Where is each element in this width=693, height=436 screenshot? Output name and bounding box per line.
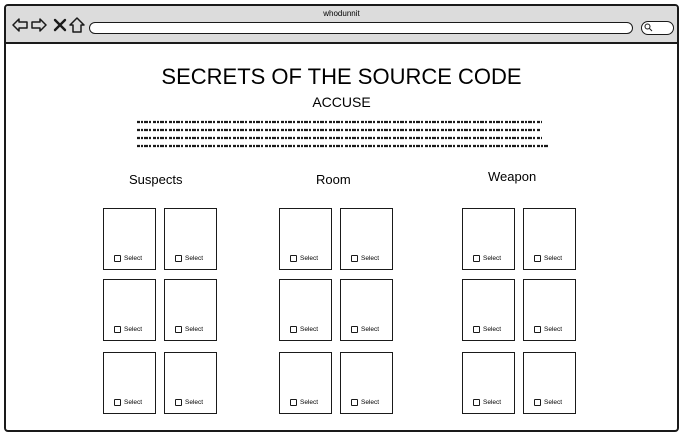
card-room-1[interactable]: Select — [279, 208, 332, 270]
select-label: Select — [361, 326, 380, 333]
select-option[interactable]: Select — [114, 399, 142, 406]
card-weapon-2[interactable]: Select — [523, 208, 576, 270]
card-weapon-5[interactable]: Select — [462, 352, 515, 414]
select-option[interactable]: Select — [175, 399, 203, 406]
select-checkbox[interactable] — [351, 255, 358, 262]
select-option[interactable]: Select — [114, 326, 142, 333]
select-option[interactable]: Select — [351, 399, 379, 406]
card-room-2[interactable]: Select — [340, 208, 393, 270]
card-weapon-6[interactable]: Select — [523, 352, 576, 414]
card-room-6[interactable]: Select — [340, 352, 393, 414]
select-option[interactable]: Select — [534, 326, 562, 333]
select-checkbox[interactable] — [534, 326, 541, 333]
select-option[interactable]: Select — [534, 255, 562, 262]
select-option[interactable]: Select — [290, 255, 318, 262]
select-label: Select — [483, 326, 502, 333]
select-option[interactable]: Select — [473, 399, 501, 406]
select-option[interactable]: Select — [473, 255, 501, 262]
select-label: Select — [361, 255, 380, 262]
select-checkbox[interactable] — [114, 326, 121, 333]
select-checkbox[interactable] — [175, 326, 182, 333]
card-suspects-1[interactable]: Select — [103, 208, 156, 270]
select-label: Select — [483, 255, 502, 262]
select-label: Select — [544, 255, 563, 262]
select-label: Select — [300, 399, 319, 406]
home-icon[interactable] — [69, 17, 85, 33]
select-checkbox[interactable] — [534, 399, 541, 406]
select-option[interactable]: Select — [351, 255, 379, 262]
address-bar[interactable] — [89, 22, 633, 34]
select-label: Select — [185, 326, 204, 333]
select-label: Select — [124, 399, 143, 406]
select-option[interactable]: Select — [175, 255, 203, 262]
select-option[interactable]: Select — [290, 326, 318, 333]
select-label: Select — [544, 326, 563, 333]
placeholder-text-block — [137, 120, 549, 148]
window-title: whodunnit — [323, 9, 360, 18]
card-room-5[interactable]: Select — [279, 352, 332, 414]
select-option[interactable]: Select — [351, 326, 379, 333]
column-title-weapon: Weapon — [488, 169, 537, 184]
close-icon[interactable] — [52, 17, 68, 33]
select-label: Select — [300, 255, 319, 262]
back-arrow-icon[interactable] — [12, 17, 28, 33]
select-option[interactable]: Select — [114, 255, 142, 262]
page-title: SECRETS OF THE SOURCE CODE — [161, 64, 522, 89]
select-checkbox[interactable] — [534, 255, 541, 262]
search-icon — [644, 23, 653, 32]
select-label: Select — [124, 255, 143, 262]
card-weapon-3[interactable]: Select — [462, 279, 515, 341]
browser-window: whodunnit SECRETS OF THE SOURCE CODE ACC… — [4, 4, 679, 432]
select-option[interactable]: Select — [534, 399, 562, 406]
card-weapon-1[interactable]: Select — [462, 208, 515, 270]
select-checkbox[interactable] — [290, 255, 297, 262]
card-weapon-4[interactable]: Select — [523, 279, 576, 341]
select-label: Select — [185, 399, 204, 406]
search-field[interactable] — [641, 21, 674, 35]
select-checkbox[interactable] — [175, 399, 182, 406]
card-suspects-6[interactable]: Select — [164, 352, 217, 414]
select-label: Select — [185, 255, 204, 262]
select-label: Select — [124, 326, 143, 333]
select-checkbox[interactable] — [290, 326, 297, 333]
page-subtitle: ACCUSE — [312, 94, 371, 110]
card-suspects-3[interactable]: Select — [103, 279, 156, 341]
column-title-room: Room — [316, 172, 351, 187]
card-room-4[interactable]: Select — [340, 279, 393, 341]
select-checkbox[interactable] — [114, 399, 121, 406]
select-option[interactable]: Select — [175, 326, 203, 333]
forward-arrow-icon[interactable] — [31, 17, 47, 33]
select-checkbox[interactable] — [473, 326, 480, 333]
browser-titlebar: whodunnit — [6, 6, 677, 44]
column-title-suspects: Suspects — [129, 172, 183, 187]
select-checkbox[interactable] — [351, 399, 358, 406]
select-label: Select — [544, 399, 563, 406]
select-label: Select — [361, 399, 380, 406]
select-checkbox[interactable] — [114, 255, 121, 262]
select-checkbox[interactable] — [290, 399, 297, 406]
select-option[interactable]: Select — [290, 399, 318, 406]
select-checkbox[interactable] — [473, 255, 480, 262]
card-suspects-2[interactable]: Select — [164, 208, 217, 270]
select-label: Select — [483, 399, 502, 406]
card-suspects-4[interactable]: Select — [164, 279, 217, 341]
select-checkbox[interactable] — [473, 399, 480, 406]
card-suspects-5[interactable]: Select — [103, 352, 156, 414]
card-room-3[interactable]: Select — [279, 279, 332, 341]
select-option[interactable]: Select — [473, 326, 501, 333]
select-checkbox[interactable] — [351, 326, 358, 333]
select-label: Select — [300, 326, 319, 333]
select-checkbox[interactable] — [175, 255, 182, 262]
